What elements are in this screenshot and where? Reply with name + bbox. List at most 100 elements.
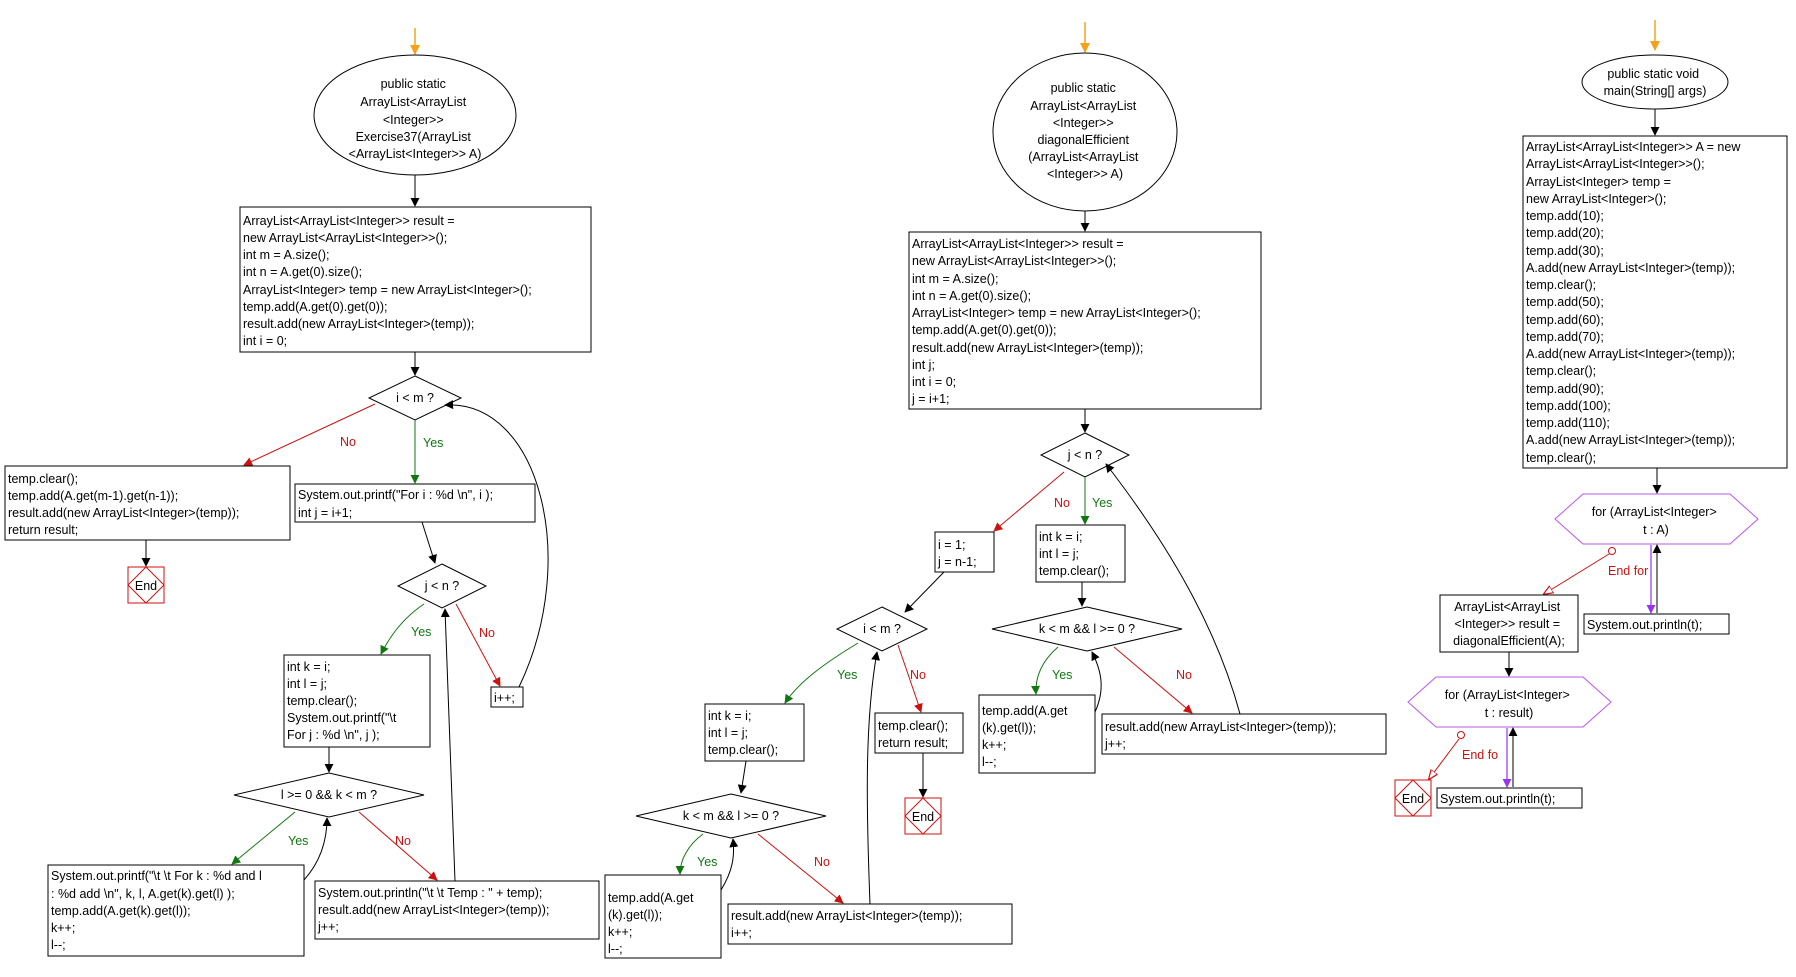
loop-back-arrow bbox=[303, 817, 332, 881]
i-yes-text: int k = i; int l = j; temp.clear(); bbox=[708, 709, 778, 757]
no-label: No bbox=[479, 626, 495, 640]
start-ellipse-main bbox=[1581, 54, 1729, 110]
for-loop-hexagon-2 bbox=[1407, 676, 1612, 728]
no-arrow bbox=[993, 471, 1065, 532]
j-no-box bbox=[934, 531, 995, 573]
kl-no-box bbox=[314, 880, 600, 940]
println-text-2: System.out.println(t); bbox=[1440, 792, 1555, 806]
no-label: No bbox=[1054, 496, 1070, 510]
arrow bbox=[904, 571, 945, 613]
yes-label: Yes bbox=[697, 855, 717, 869]
yes-arrow bbox=[1031, 646, 1059, 695]
decision-k-lt-m-2 bbox=[635, 793, 827, 839]
i-yes-box bbox=[704, 703, 805, 762]
no-branch-box bbox=[4, 465, 291, 541]
start-text-main: public static void main(String[] args) bbox=[1604, 67, 1707, 98]
kl-yes-text: System.out.printf("\t \t For k : %d and … bbox=[51, 869, 265, 952]
j-yes-box bbox=[1035, 524, 1126, 583]
init-text-main: ArrayList<ArrayList<Integer>> A = new Ar… bbox=[1526, 140, 1744, 465]
exercise37-flow: public static ArrayList<ArrayList <Integ… bbox=[4, 28, 600, 957]
println-box-2 bbox=[1436, 787, 1583, 809]
j-no-text: i = 1; j = n-1; bbox=[937, 538, 977, 569]
no-arrow bbox=[455, 603, 501, 687]
decision-text: i < m ? bbox=[396, 391, 434, 405]
yes-label: Yes bbox=[288, 834, 308, 848]
no-label: No bbox=[814, 855, 830, 869]
end-for-label: End for bbox=[1608, 564, 1648, 578]
decision-k-lt-m-1 bbox=[991, 606, 1183, 652]
yes-arrow bbox=[675, 833, 704, 875]
loop-exit-dot bbox=[1457, 731, 1465, 739]
j-body-text: int k = i; int l = j; temp.clear(); Syst… bbox=[287, 660, 400, 742]
no-arrow bbox=[243, 403, 376, 466]
kl2-no-text: result.add(new ArrayList<Integer>(temp))… bbox=[731, 909, 966, 940]
no-arrow bbox=[358, 811, 438, 881]
inc-i-text: i++; bbox=[494, 691, 515, 705]
svg-text:End: End bbox=[912, 810, 934, 824]
decision-text: j < n ? bbox=[1067, 448, 1102, 462]
diagonal-efficient-flow: public static ArrayList<ArrayList <Integ… bbox=[604, 22, 1387, 959]
init-box-diagonal bbox=[908, 231, 1262, 410]
start-ellipse-diagonal bbox=[992, 52, 1178, 212]
loop-exit-dot bbox=[1608, 547, 1616, 555]
init-box-main bbox=[1522, 135, 1788, 469]
end-for-arrow bbox=[1429, 738, 1460, 779]
kl-no-text: System.out.println("\t \t Temp : " + tem… bbox=[317, 886, 553, 934]
svg-text:End: End bbox=[135, 579, 157, 593]
yes-arrow bbox=[231, 811, 296, 865]
start-text-exercise37: public static ArrayList<ArrayList <Integ… bbox=[349, 77, 482, 161]
yes-arrow bbox=[380, 603, 425, 655]
loop-back-arrow bbox=[1105, 463, 1241, 715]
no-branch-text: temp.clear(); temp.add(A.get(m-1).get(n-… bbox=[8, 472, 243, 537]
decision-l-ge-0 bbox=[233, 772, 425, 818]
end-for-arrow bbox=[1544, 553, 1610, 594]
kl2-yes-box bbox=[604, 874, 722, 959]
decision-text: i < m ? bbox=[863, 622, 901, 636]
println-box-1 bbox=[1583, 613, 1730, 635]
for-loop-text-2: for (ArrayList<Integer> t : result) bbox=[1445, 688, 1574, 720]
result-text: ArrayList<ArrayList <Integer>> result = … bbox=[1453, 600, 1565, 648]
kl1-yes-box bbox=[978, 694, 1096, 774]
yes-label: Yes bbox=[423, 436, 443, 450]
main-flow: public static void main(String[] args) A… bbox=[1394, 20, 1788, 817]
loop-back-arrow bbox=[444, 400, 549, 688]
kl2-yes-text: temp.add(A.get (k).get(l)); k++; l--; bbox=[608, 891, 697, 956]
loop-back-arrow bbox=[720, 838, 739, 891]
decision-text: j < n ? bbox=[424, 579, 459, 593]
yes-label: Yes bbox=[837, 668, 857, 682]
arrow bbox=[421, 521, 437, 564]
yes-label: Yes bbox=[1052, 668, 1072, 682]
result-box bbox=[1439, 594, 1579, 653]
i-no-box bbox=[874, 712, 964, 754]
decision-text: k < m && l >= 0 ? bbox=[1039, 622, 1135, 636]
decision-text: k < m && l >= 0 ? bbox=[683, 809, 779, 823]
end-for-label: End fo bbox=[1462, 748, 1498, 762]
init-box-exercise37 bbox=[239, 206, 592, 353]
decision-text: l >= 0 && k < m ? bbox=[281, 788, 377, 802]
no-arrow bbox=[757, 833, 844, 904]
loop-back-arrow bbox=[440, 608, 456, 882]
init-text-diagonal: ArrayList<ArrayList<Integer>> result = n… bbox=[911, 237, 1204, 406]
yes-label: Yes bbox=[411, 625, 431, 639]
kl1-no-box bbox=[1101, 713, 1387, 755]
init-text-exercise37: ArrayList<ArrayList<Integer>> result = n… bbox=[243, 214, 535, 348]
no-label: No bbox=[395, 834, 411, 848]
loop-back-arrow bbox=[1091, 651, 1102, 713]
svg-text:End: End bbox=[1402, 792, 1424, 806]
yes-arrow bbox=[784, 642, 859, 704]
inc-i-box bbox=[490, 686, 524, 708]
yes-branch-text: System.out.printf("For i : %d \n", i ); … bbox=[298, 488, 497, 520]
end-node: End bbox=[904, 797, 942, 835]
yes-branch-box bbox=[294, 483, 536, 523]
for-loop-text-1: for (ArrayList<Integer> t : A) bbox=[1592, 505, 1721, 537]
kl-yes-box bbox=[47, 864, 305, 957]
yes-label: Yes bbox=[1092, 496, 1112, 510]
println-text-1: System.out.println(t); bbox=[1587, 618, 1702, 632]
kl2-no-box bbox=[727, 903, 1013, 945]
no-arrow bbox=[897, 644, 923, 713]
decision-i-lt-m bbox=[835, 606, 929, 652]
j-yes-text: int k = i; int l = j; temp.clear(); bbox=[1039, 530, 1109, 578]
no-arrow bbox=[1113, 646, 1193, 714]
i-no-text: temp.clear(); return result; bbox=[878, 719, 952, 750]
